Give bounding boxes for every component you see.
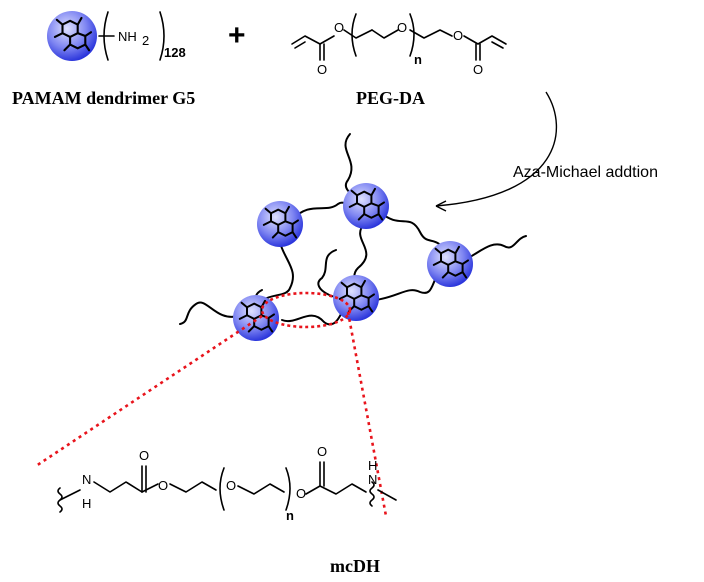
carbonyl-o-product-left: O: [139, 448, 149, 463]
amine-n-right: N: [368, 472, 377, 487]
amine-h-right: H: [368, 458, 377, 473]
dendrimer-node-icon: [343, 183, 389, 229]
reaction-arrow: [435, 91, 558, 212]
amine-group-label: NH: [118, 29, 137, 44]
amine-n-left: N: [82, 472, 91, 487]
crosslink-highlight: [260, 291, 352, 329]
dendrimer-node-icon: [257, 201, 303, 247]
reaction-condition-label: Aza-Michael addtion: [513, 164, 658, 181]
carbonyl-o-left: O: [317, 62, 327, 77]
carbonyl-o-right: O: [473, 62, 483, 77]
ester-o-product-left: O: [158, 478, 168, 493]
ether-o: O: [397, 20, 407, 35]
peg-da-name: PEG-DA: [356, 88, 425, 108]
left-bracket: [103, 11, 109, 61]
zoom-line-left: [35, 314, 263, 468]
dendrimer-node-icon: [333, 275, 379, 321]
ester-o-left: O: [334, 20, 344, 35]
ester-o-right: O: [453, 28, 463, 43]
amine-h-left: H: [82, 496, 91, 511]
dendrimer-reactant: NH 2 128 PAMAM dendrimer G5: [12, 11, 195, 108]
dendrimer-count: 128: [164, 45, 186, 60]
right-bracket: [159, 11, 165, 61]
peg-repeat-n: n: [414, 52, 422, 67]
peg-da-structure: O O O n O O: [291, 13, 507, 77]
dendrimer-node-icon: [233, 295, 279, 341]
amine-subscript: 2: [142, 33, 149, 48]
mcdh-name: mcDH: [330, 556, 380, 576]
dendrimer-node-icon: [427, 241, 473, 287]
carbonyl-o-product-right: O: [317, 444, 327, 459]
dendrimer-sphere-icon: [47, 11, 97, 61]
product-repeat-n: n: [286, 508, 294, 523]
ester-o-product-right: O: [296, 486, 306, 501]
mcdh-structure: N H O O O n O O N H: [57, 444, 397, 523]
dendrimer-name: PAMAM dendrimer G5: [12, 88, 195, 108]
plus-sign: +: [228, 19, 246, 52]
hydrogel-network: [35, 133, 527, 517]
ether-o-product: O: [226, 478, 236, 493]
